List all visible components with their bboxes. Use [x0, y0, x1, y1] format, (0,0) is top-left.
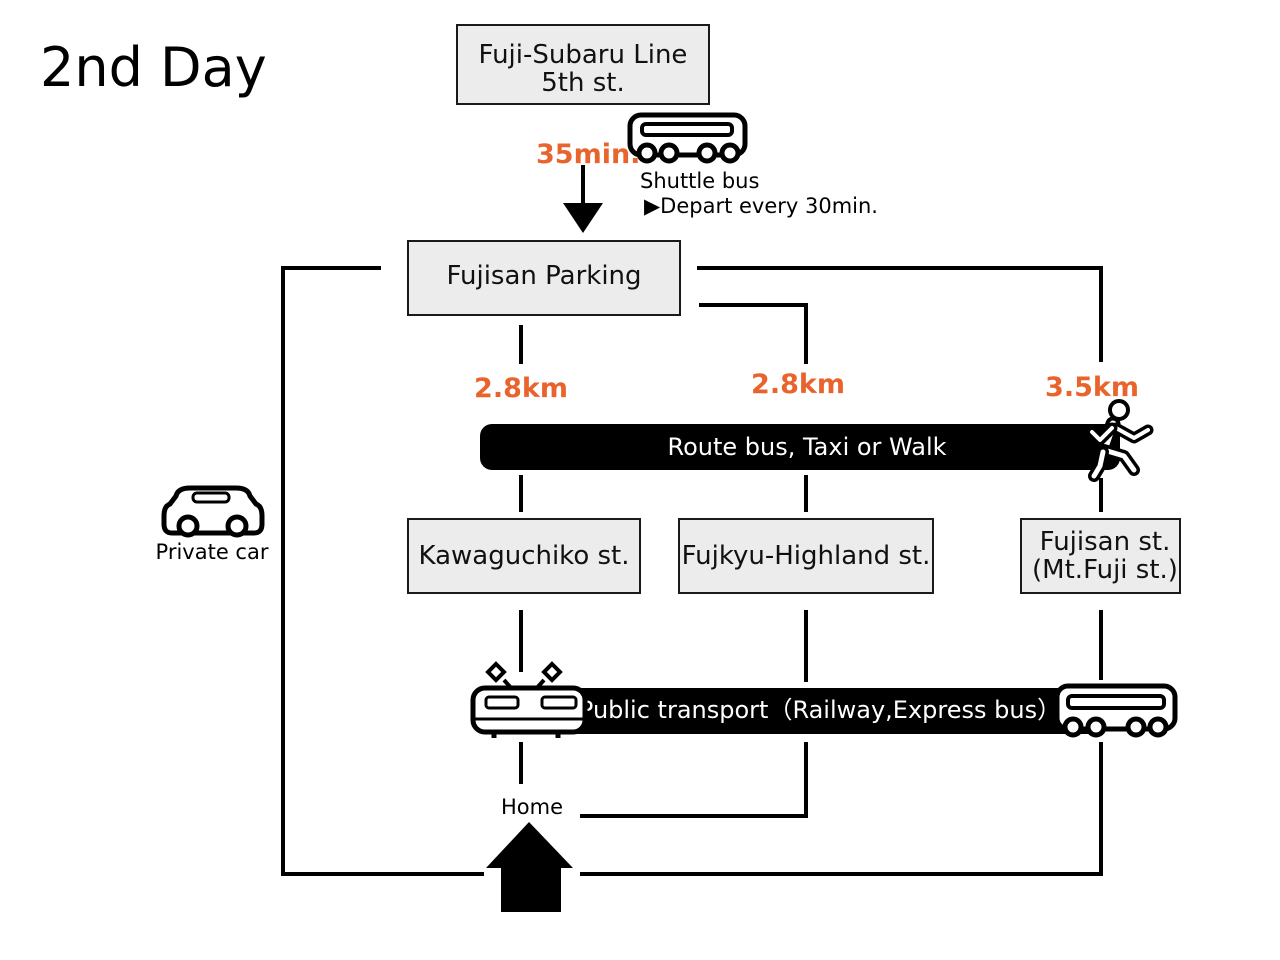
connector-lines: [281, 165, 1103, 876]
train-icon: [470, 661, 588, 738]
route-bus-label: Route bus, Taxi or Walk: [667, 433, 946, 461]
public-transport-bar: Public transport（Railway,Express bus）: [550, 688, 1110, 734]
parking-label: Fujisan Parking: [446, 261, 641, 291]
private-car-label: Private car: [156, 540, 269, 564]
distance-highland: 2.8km: [751, 369, 845, 400]
shuttle-bus-icon: [627, 112, 748, 164]
fuji-subaru-label-1: Fuji-Subaru Line: [479, 40, 688, 70]
fujisan-label-2: (Mt.Fuji st.): [1032, 555, 1178, 585]
home-label: Home: [501, 795, 563, 819]
fujisan-label-1: Fujisan st.: [1040, 527, 1171, 557]
private-car-line: [281, 266, 484, 876]
box-kawaguchiko: Kawaguchiko st.: [407, 518, 641, 594]
shuttle-arrow-head: [563, 203, 603, 233]
box-fuji-subaru: Fuji-Subaru Line 5th st.: [456, 24, 710, 105]
shuttle-time: 35min.: [536, 139, 640, 170]
box-fujisan-parking: Fujisan Parking: [407, 240, 681, 316]
box-fujisan-st: Fujisan st. (Mt.Fuji st.): [1020, 518, 1181, 594]
route-bus-bar: Route bus, Taxi or Walk: [480, 424, 1120, 470]
shuttle-note: ▶Depart every 30min.: [644, 194, 878, 218]
kawaguchiko-label: Kawaguchiko st.: [418, 541, 629, 571]
running-person-icon: [1086, 399, 1154, 482]
fuji-subaru-label-2: 5th st.: [541, 68, 624, 98]
page-title: 2nd Day: [40, 36, 267, 99]
car-icon: [161, 485, 265, 538]
box-highland: Fujkyu-Highland st.: [678, 518, 934, 594]
line-parking-fujisan: [697, 266, 1103, 362]
distance-kawaguchiko: 2.8km: [474, 373, 568, 404]
line-fujisan-home: [580, 742, 1103, 876]
house-icon: [486, 822, 573, 912]
line-parking-highland: [699, 303, 808, 364]
highland-label: Fujkyu-Highland st.: [682, 541, 931, 571]
distance-fujisan: 3.5km: [1045, 372, 1139, 403]
express-bus-icon: [1054, 683, 1178, 738]
public-transport-label: Public transport（Railway,Express bus）: [579, 696, 1061, 724]
shuttle-label: Shuttle bus: [640, 169, 759, 193]
line-highland-home: [580, 742, 808, 818]
